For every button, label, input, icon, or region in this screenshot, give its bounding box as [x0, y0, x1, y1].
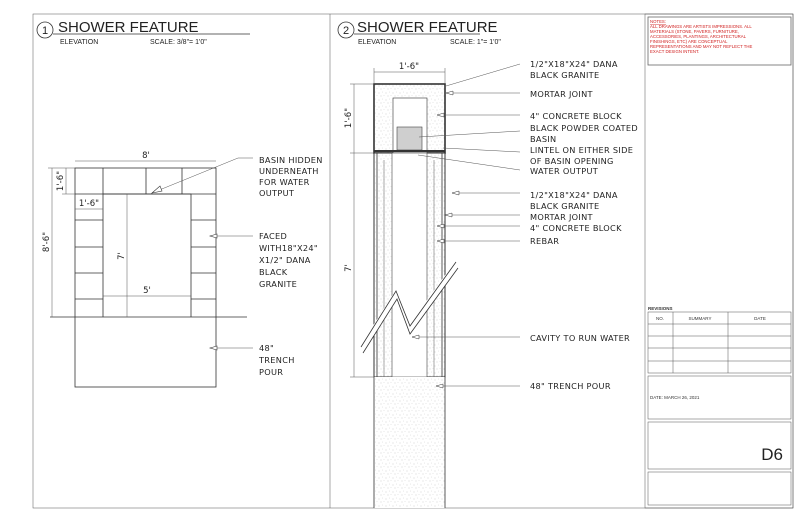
drawing-text: 48"	[259, 343, 274, 353]
dim-height: 8'-6"	[42, 232, 52, 252]
dim-opening-height: 7'	[117, 252, 127, 260]
dim-width: 8'	[142, 151, 150, 161]
drawing-text: ACCESSORIES, PLANTINGS, ARCHITECTURAL	[650, 34, 747, 39]
label-granite-top: 1/2"X18"X24" DANA	[530, 59, 618, 69]
drawing-2-section: 1'-6" 1'-6" 7' 1/2"X18"X24" DANA BLACK G…	[344, 59, 638, 508]
label-lintel: LINTEL ON EITHER SIDE	[530, 145, 633, 155]
drawing-text: POUR	[259, 367, 283, 377]
drawing-text: BLACK GRANITE	[530, 70, 599, 80]
drawing-subtitle: ELEVATION	[60, 39, 98, 46]
label-block-column: 4" CONCRETE BLOCK	[530, 223, 622, 233]
drawing-text: BLACK GRANITE	[530, 201, 599, 211]
detail-number-circle	[337, 21, 355, 39]
drawing-text: FACED	[259, 231, 287, 241]
drawing-text: BASIN HIDDEN	[259, 155, 323, 165]
detail-number: 2	[343, 25, 349, 37]
drawing-text: MATERIALS (STONE, PAVERS, FURNITURE,	[650, 29, 739, 34]
drawing-text: DATE	[754, 316, 766, 321]
drawing-text: OF BASIN OPENING	[530, 156, 614, 166]
drawing-scale: SCALE: 1"= 1'0"	[450, 39, 501, 46]
dim-opening-width: 5'	[143, 286, 151, 296]
dim-top-block: 1'-6"	[56, 171, 66, 191]
label-mortar-top: MORTAR JOINT	[530, 89, 594, 99]
cavity	[391, 152, 428, 378]
drawing-text: EXACT DESIGN INTENT.	[650, 49, 699, 54]
label-cavity: CAVITY TO RUN WATER	[530, 333, 630, 343]
feature-outline	[74, 167, 217, 388]
drawing-subtitle: ELEVATION	[358, 39, 396, 46]
drawing-text: SUMMARY	[689, 316, 712, 321]
drawing-text: GRANITE	[259, 279, 297, 289]
drawing-text: UNDERNEATH	[259, 166, 319, 176]
dim-side-block: 1'-6"	[79, 199, 99, 209]
label-mortar-column: MORTAR JOINT	[530, 212, 594, 222]
drawing-text: OUTPUT	[259, 188, 295, 198]
drawing-text: FOR WATER	[259, 177, 310, 187]
drawing-text: WITH18"X24"	[259, 243, 318, 253]
revisions-table	[647, 311, 792, 374]
basin	[396, 126, 423, 151]
break-line	[358, 263, 459, 352]
drawing-text: BLACK	[259, 267, 288, 277]
detail-number-circle	[36, 21, 54, 39]
drawing-scale: SCALE: 3/8"= 1'0"	[150, 39, 207, 46]
label-basin: BASIN HIDDEN UNDERNEATH FOR WATER OUTPUT	[259, 155, 323, 198]
notes-box	[647, 16, 792, 66]
drawing-text: TRENCH	[258, 355, 295, 365]
label-rebar: REBAR	[530, 236, 559, 246]
drawing-text: ALL DRAWINGS ARE ARTISTS IMPRESSIONS. AL…	[650, 24, 752, 29]
label-trench: 48" TRENCH POUR	[530, 381, 611, 391]
dim-column: 7'	[344, 264, 354, 272]
drawing-text: NOTES:	[650, 19, 666, 24]
drawing-1-elevation: 8' 8'-6" 1'-6" 1'-6" 7' 5' BASIN HIDDEN …	[42, 151, 323, 388]
drawing-text: BASIN	[530, 134, 556, 144]
section-labels: 1/2"X18"X24" DANA BLACK GRANITE MORTAR J…	[530, 59, 638, 391]
label-block-top: 4" CONCRETE BLOCK	[530, 111, 622, 121]
label-granite-column: 1/2"X18"X24" DANA	[530, 190, 618, 200]
title-block: NOTES: ALL DRAWINGS ARE ARTISTS IMPRESSI…	[644, 13, 794, 509]
drawing-text: FINISHINGS, ETC) ARE CONCEPTUAL	[650, 39, 728, 44]
dim-width: 1'-6"	[399, 62, 419, 72]
drawing-1-header: 1 SHOWER FEATURE ELEVATION SCALE: 3/8"= …	[36, 19, 250, 46]
label-trench: 48" TRENCH POUR	[258, 343, 295, 377]
drawing-text: X1/2" DANA	[259, 255, 311, 265]
drawing-title: SHOWER FEATURE	[357, 19, 498, 36]
drawing-text: REPRESENTATIONS AND MAY NOT REFLECT THE	[650, 44, 752, 49]
label-faced: FACED WITH18"X24" X1/2" DANA BLACK GRANI…	[259, 231, 318, 289]
drawing-2-header: 2 SHOWER FEATURE ELEVATION SCALE: 1"= 1'…	[337, 19, 501, 46]
label-basin: BLACK POWDER COATED	[530, 123, 638, 133]
drawing-title: SHOWER FEATURE	[58, 19, 199, 36]
drawing-text: NO.	[656, 316, 664, 321]
revisions-label: REVISIONS	[648, 306, 673, 311]
sheet-date: DATE: MARCH 26, 2021	[650, 395, 700, 400]
label-water-output: WATER OUTPUT	[530, 166, 599, 176]
detail-number: 1	[42, 25, 48, 37]
dim-top: 1'-6"	[344, 108, 354, 128]
sheet-number: D6	[761, 445, 783, 464]
